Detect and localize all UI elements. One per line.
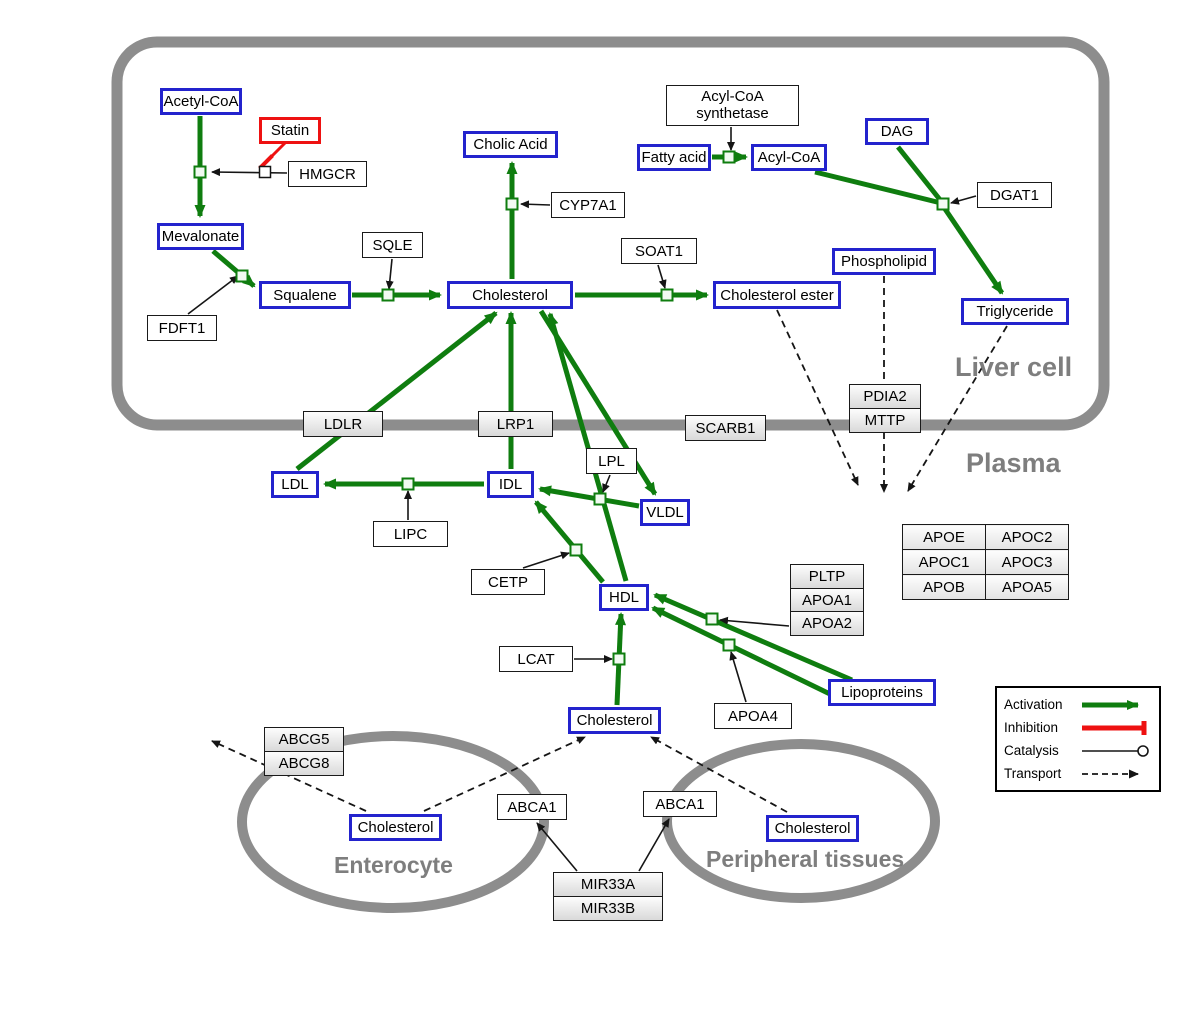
node-abca1-peripheral[interactable]: ABCA1	[643, 791, 717, 817]
node-cholic-acid[interactable]: Cholic Acid	[463, 131, 558, 158]
node-apob[interactable]: APOB	[902, 574, 986, 600]
node-idl[interactable]: IDL	[487, 471, 534, 498]
node-pltp[interactable]: PLTP	[790, 564, 864, 589]
node-lpl[interactable]: LPL	[586, 448, 637, 474]
node-abca1-enterocyte[interactable]: ABCA1	[497, 794, 567, 820]
node-cholesterol-plasma[interactable]: Cholesterol	[568, 707, 661, 734]
catalysis-circle-icon	[1082, 744, 1149, 757]
enterocyte-membrane	[237, 731, 549, 913]
node-hdl[interactable]: HDL	[599, 584, 649, 611]
node-triglyceride[interactable]: Triglyceride	[961, 298, 1069, 325]
node-squalene[interactable]: Squalene	[259, 281, 351, 309]
node-mevalonate[interactable]: Mevalonate	[157, 223, 244, 250]
node-acetyl-coa[interactable]: Acetyl-CoA	[160, 88, 242, 115]
node-apoe[interactable]: APOE	[902, 524, 986, 550]
node-abcg-stack: ABCG5 ABCG8	[264, 727, 344, 776]
node-apoc2[interactable]: APOC2	[985, 524, 1069, 550]
node-abcg8[interactable]: ABCG8	[264, 750, 344, 776]
plasma-label: Plasma	[966, 448, 1061, 478]
node-sqle[interactable]: SQLE	[362, 232, 423, 258]
node-dag[interactable]: DAG	[865, 118, 929, 145]
inhibition-tbar-icon	[1082, 720, 1147, 735]
node-cyp7a1[interactable]: CYP7A1	[551, 192, 625, 218]
node-dgat1[interactable]: DGAT1	[977, 182, 1052, 208]
node-lrp1[interactable]: LRP1	[478, 411, 553, 437]
node-mir33a[interactable]: MIR33A	[553, 872, 663, 897]
node-apoa1[interactable]: APOA1	[790, 587, 864, 613]
legend: Activation Inhibition Catalysis Transpor…	[995, 686, 1161, 792]
node-fdft1[interactable]: FDFT1	[147, 315, 217, 341]
peripheral-tissues-label: Peripheral tissues	[706, 846, 905, 872]
node-apoc1[interactable]: APOC1	[902, 549, 986, 575]
legend-row-inhibition: Inhibition	[1004, 720, 1152, 736]
activation-arrow-icon	[1082, 699, 1139, 710]
legend-row-activation: Activation	[1004, 697, 1152, 713]
node-lipoproteins[interactable]: Lipoproteins	[828, 679, 936, 706]
node-apoa5[interactable]: APOA5	[985, 574, 1069, 600]
node-pdia2[interactable]: PDIA2	[849, 384, 921, 409]
node-lcat[interactable]: LCAT	[499, 646, 573, 672]
node-apoa4[interactable]: APOA4	[714, 703, 792, 729]
catalysis-edges	[187, 127, 977, 872]
legend-row-transport: Transport	[1004, 766, 1152, 782]
activation-edges	[194, 116, 1005, 706]
node-cholesterol-ester[interactable]: Cholesterol ester	[713, 281, 841, 309]
node-mttp[interactable]: MTTP	[849, 407, 921, 433]
node-fatty-acid[interactable]: Fatty acid	[637, 144, 711, 171]
node-abcg5[interactable]: ABCG5	[264, 727, 344, 752]
node-pdia2-mttp-stack: PDIA2 MTTP	[849, 384, 921, 433]
legend-catalysis-label: Catalysis	[1004, 743, 1059, 758]
inhibition-edge	[258, 141, 287, 170]
node-vldl[interactable]: VLDL	[640, 499, 690, 526]
node-cholesterol-liver[interactable]: Cholesterol	[447, 281, 573, 309]
node-cholesterol-peripheral[interactable]: Cholesterol	[766, 815, 859, 842]
node-mir33-stack: MIR33A MIR33B	[553, 872, 663, 921]
legend-transport-label: Transport	[1004, 766, 1062, 781]
node-statin[interactable]: Statin	[259, 117, 321, 144]
legend-inhibition-label: Inhibition	[1004, 720, 1059, 735]
node-mir33b[interactable]: MIR33B	[553, 895, 663, 921]
node-cholesterol-enterocyte[interactable]: Cholesterol	[349, 814, 442, 841]
node-cetp[interactable]: CETP	[471, 569, 545, 595]
reaction-squares	[193, 150, 950, 666]
node-apoa2[interactable]: APOA2	[790, 611, 864, 636]
node-acyl-coa[interactable]: Acyl-CoA	[751, 144, 827, 171]
transport-dashed-arrow-icon	[1082, 769, 1139, 778]
node-soat1[interactable]: SOAT1	[621, 238, 697, 264]
legend-activation-label: Activation	[1004, 697, 1063, 712]
node-phospholipid[interactable]: Phospholipid	[832, 248, 936, 275]
catalysis-node-square	[258, 165, 272, 179]
node-lipc[interactable]: LIPC	[373, 521, 448, 547]
node-scarb1[interactable]: SCARB1	[685, 415, 766, 441]
legend-row-catalysis: Catalysis	[1004, 743, 1152, 759]
node-acyl-coa-synthetase[interactable]: Acyl-CoA synthetase	[666, 85, 799, 126]
node-apoc3[interactable]: APOC3	[985, 549, 1069, 575]
enterocyte-label: Enterocyte	[334, 852, 453, 878]
node-ldl[interactable]: LDL	[271, 471, 319, 498]
node-ldlr[interactable]: LDLR	[303, 411, 383, 437]
apolipoprotein-table: APOE APOC2 APOC1 APOC3 APOB APOA5	[902, 524, 1069, 600]
node-hmgcr[interactable]: HMGCR	[288, 161, 367, 187]
liver-cell-label: Liver cell	[955, 352, 1073, 382]
node-pltp-apoa-stack: PLTP APOA1 APOA2	[790, 564, 864, 636]
